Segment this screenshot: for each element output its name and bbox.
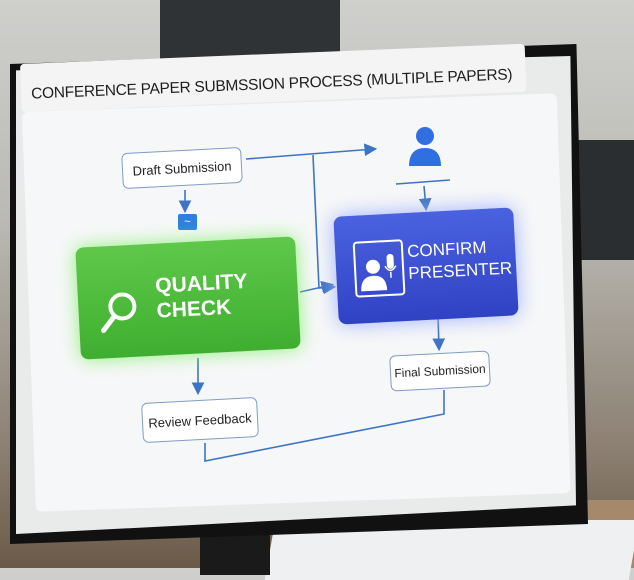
divider-under-person (395, 179, 451, 185)
arrow-person-to-presenter (418, 185, 432, 212)
person-icon (409, 127, 441, 166)
node-final-submission: Final Submission (389, 350, 491, 392)
line-review-to-final (204, 390, 445, 462)
node-confirm-presenter: CONFIRM PRESENTER (333, 207, 519, 325)
envelope-icon: ~ (178, 214, 197, 230)
line-draft-branch (312, 154, 337, 295)
node-label: QUALITY CHECK (154, 269, 248, 323)
background-shelf (160, 0, 340, 60)
node-draft-submission: Draft Submission (121, 146, 243, 190)
node-quality-check: QUALITY CHECK (75, 236, 301, 360)
node-label: Draft Submission (132, 157, 232, 179)
connectors (178, 143, 451, 462)
arrow-quality-to-presenter (299, 280, 335, 294)
arrow-draft-to-presenter (245, 143, 378, 160)
node-label: CONFIRM PRESENTER (406, 237, 513, 283)
node-label: Final Submission (394, 361, 486, 381)
node-label: Review Feedback (148, 409, 252, 431)
presenter-icon (352, 239, 406, 298)
arrow-presenter-to-final (432, 315, 446, 352)
magnifier-icon (101, 292, 137, 333)
node-review-feedback: Review Feedback (141, 396, 259, 444)
